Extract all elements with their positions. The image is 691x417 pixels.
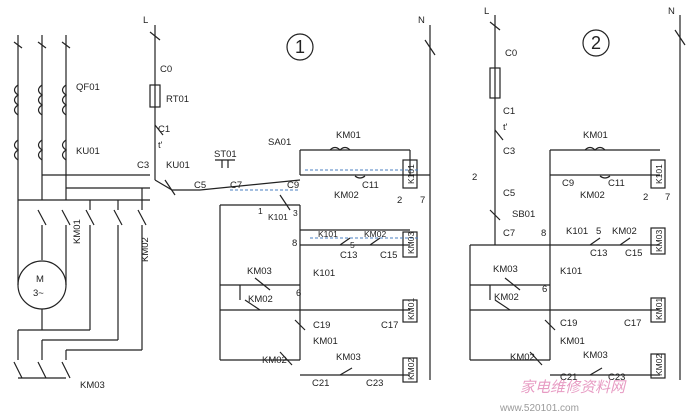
d1-label-KM02d: KM02 [248, 294, 273, 305]
d1-label-K101c: K101 [313, 268, 335, 279]
d2-label-C19: C19 [560, 318, 577, 329]
diagram-1-number: 1 [295, 37, 305, 57]
d1-label-K101a: K101 [268, 212, 288, 222]
d1-label-C13: C13 [340, 250, 357, 261]
d2-label-C5: C5 [503, 188, 515, 199]
d2-label-KM02e: KM02 [510, 352, 535, 363]
d1-label-C0: C0 [160, 64, 172, 75]
d1-label-KM02mid: KM02 [334, 190, 359, 201]
label-km01: KM01 [72, 219, 83, 244]
d1-label-n6: 6 [296, 288, 301, 299]
d2-coil-KM03: KM03 [654, 230, 664, 252]
d1-label-n3: 3 [293, 208, 298, 218]
d1-label-t: t' [158, 140, 163, 151]
d1-label-N: N [418, 15, 425, 26]
d1-label-KU01: KU01 [166, 160, 190, 171]
d2-label-C23: C23 [608, 372, 625, 383]
motor-phase-label: 3~ [33, 288, 44, 299]
d1-label-C21: C21 [312, 378, 329, 389]
d1-label-n8: 8 [292, 238, 297, 249]
d1-coil-KM03: KM03 [406, 232, 416, 254]
d1-label-n7: 7 [420, 195, 425, 206]
d1-label-L: L [143, 15, 148, 26]
watermark-url: www.520101.com [499, 403, 579, 414]
d2-label-C9: C9 [562, 178, 574, 189]
watermark-title: 家电维修资料网 [520, 378, 627, 396]
d2-coil-KM01: KM01 [654, 298, 664, 320]
d2-label-C7: C7 [503, 228, 515, 239]
d1-label-KM02e: KM02 [262, 355, 287, 366]
d1-label-C11: C11 [362, 180, 379, 191]
power-circuit: QF01 KU01 KM01 KM02 KM03 M 3~ [13, 35, 151, 391]
d1-label-KM03c: KM03 [247, 266, 272, 277]
d2-label-N: N [668, 6, 675, 17]
d2-label-t: t' [503, 122, 508, 133]
d2-label-KM03c: KM03 [493, 264, 518, 275]
d1-coil-K101: K101 [406, 164, 416, 184]
d2-label-C3: C3 [503, 146, 515, 157]
label-qf01: QF01 [76, 82, 100, 93]
d2-label-C1: C1 [503, 106, 515, 117]
d1-label-ST01: ST01 [214, 149, 237, 160]
d1-label-C17: C17 [381, 320, 398, 331]
d2-label-KM02d: KM02 [494, 292, 519, 303]
d1-label-n2: 2 [397, 195, 402, 206]
d2-label-n2left: 2 [472, 172, 477, 183]
d1-label-C1: C1 [158, 124, 170, 135]
d1-label-C3: C3 [137, 160, 149, 171]
d1-coil-KM02: KM02 [406, 358, 416, 380]
control-circuit-1: 1 L N C0 RT01 C1 t' C3 KU01 ST01 C5 C7 S… [137, 15, 436, 389]
motor-label: M [36, 274, 44, 285]
d1-label-C9: C9 [287, 180, 299, 191]
d2-label-KM03e: KM03 [583, 350, 608, 361]
d1-label-n5: 5 [350, 240, 355, 250]
d2-label-n8: 8 [541, 228, 546, 239]
d2-label-n7: 7 [665, 192, 670, 203]
d2-label-SB01: SB01 [512, 209, 535, 220]
d2-coil-K101: K101 [654, 164, 664, 184]
d2-label-K101b: K101 [566, 226, 588, 237]
d2-label-KM02b: KM02 [612, 226, 637, 237]
d2-label-n5: 5 [596, 226, 601, 237]
diagram-2-number: 2 [591, 33, 601, 53]
d1-label-KM01top: KM01 [336, 130, 361, 141]
d2-label-KM01e: KM01 [560, 336, 585, 347]
label-km02: KM02 [140, 237, 151, 262]
d2-label-KM02mid: KM02 [580, 190, 605, 201]
d2-label-C21: C21 [560, 372, 577, 383]
d2-label-C15: C15 [625, 248, 642, 259]
d2-label-C17: C17 [624, 318, 641, 329]
d1-label-KM02b: KM02 [364, 229, 386, 239]
d2-label-n2: 2 [643, 192, 648, 203]
d2-label-L: L [484, 6, 489, 17]
d1-label-C5: C5 [194, 180, 206, 191]
d2-coil-KM02: KM02 [654, 354, 664, 376]
d1-label-n1: 1 [258, 206, 263, 216]
d1-label-C23: C23 [366, 378, 383, 389]
d2-label-KM01top: KM01 [583, 130, 608, 141]
d2-label-C13: C13 [590, 248, 607, 259]
d1-label-K101b: K101 [318, 229, 338, 239]
control-circuit-2: 2 L N C0 C1 t' C3 C5 2 SB01 C7 8 KM01 C9… [469, 6, 686, 383]
d1-label-C15: C15 [380, 250, 397, 261]
d1-label-SA01: SA01 [268, 137, 291, 148]
d1-coil-KM01: KM01 [406, 298, 416, 320]
d2-label-C0: C0 [505, 48, 517, 59]
d2-label-K101c: K101 [560, 266, 582, 277]
label-km03: KM03 [80, 380, 105, 391]
d2-label-C11: C11 [608, 178, 625, 189]
d1-label-C7: C7 [230, 180, 242, 191]
d1-label-KM01e: KM01 [313, 336, 338, 347]
d2-label-n6: 6 [542, 284, 547, 295]
d1-label-KM03e: KM03 [336, 352, 361, 363]
d1-label-RT01: RT01 [166, 94, 189, 105]
label-ku01: KU01 [76, 146, 100, 157]
d1-label-C19: C19 [313, 320, 330, 331]
